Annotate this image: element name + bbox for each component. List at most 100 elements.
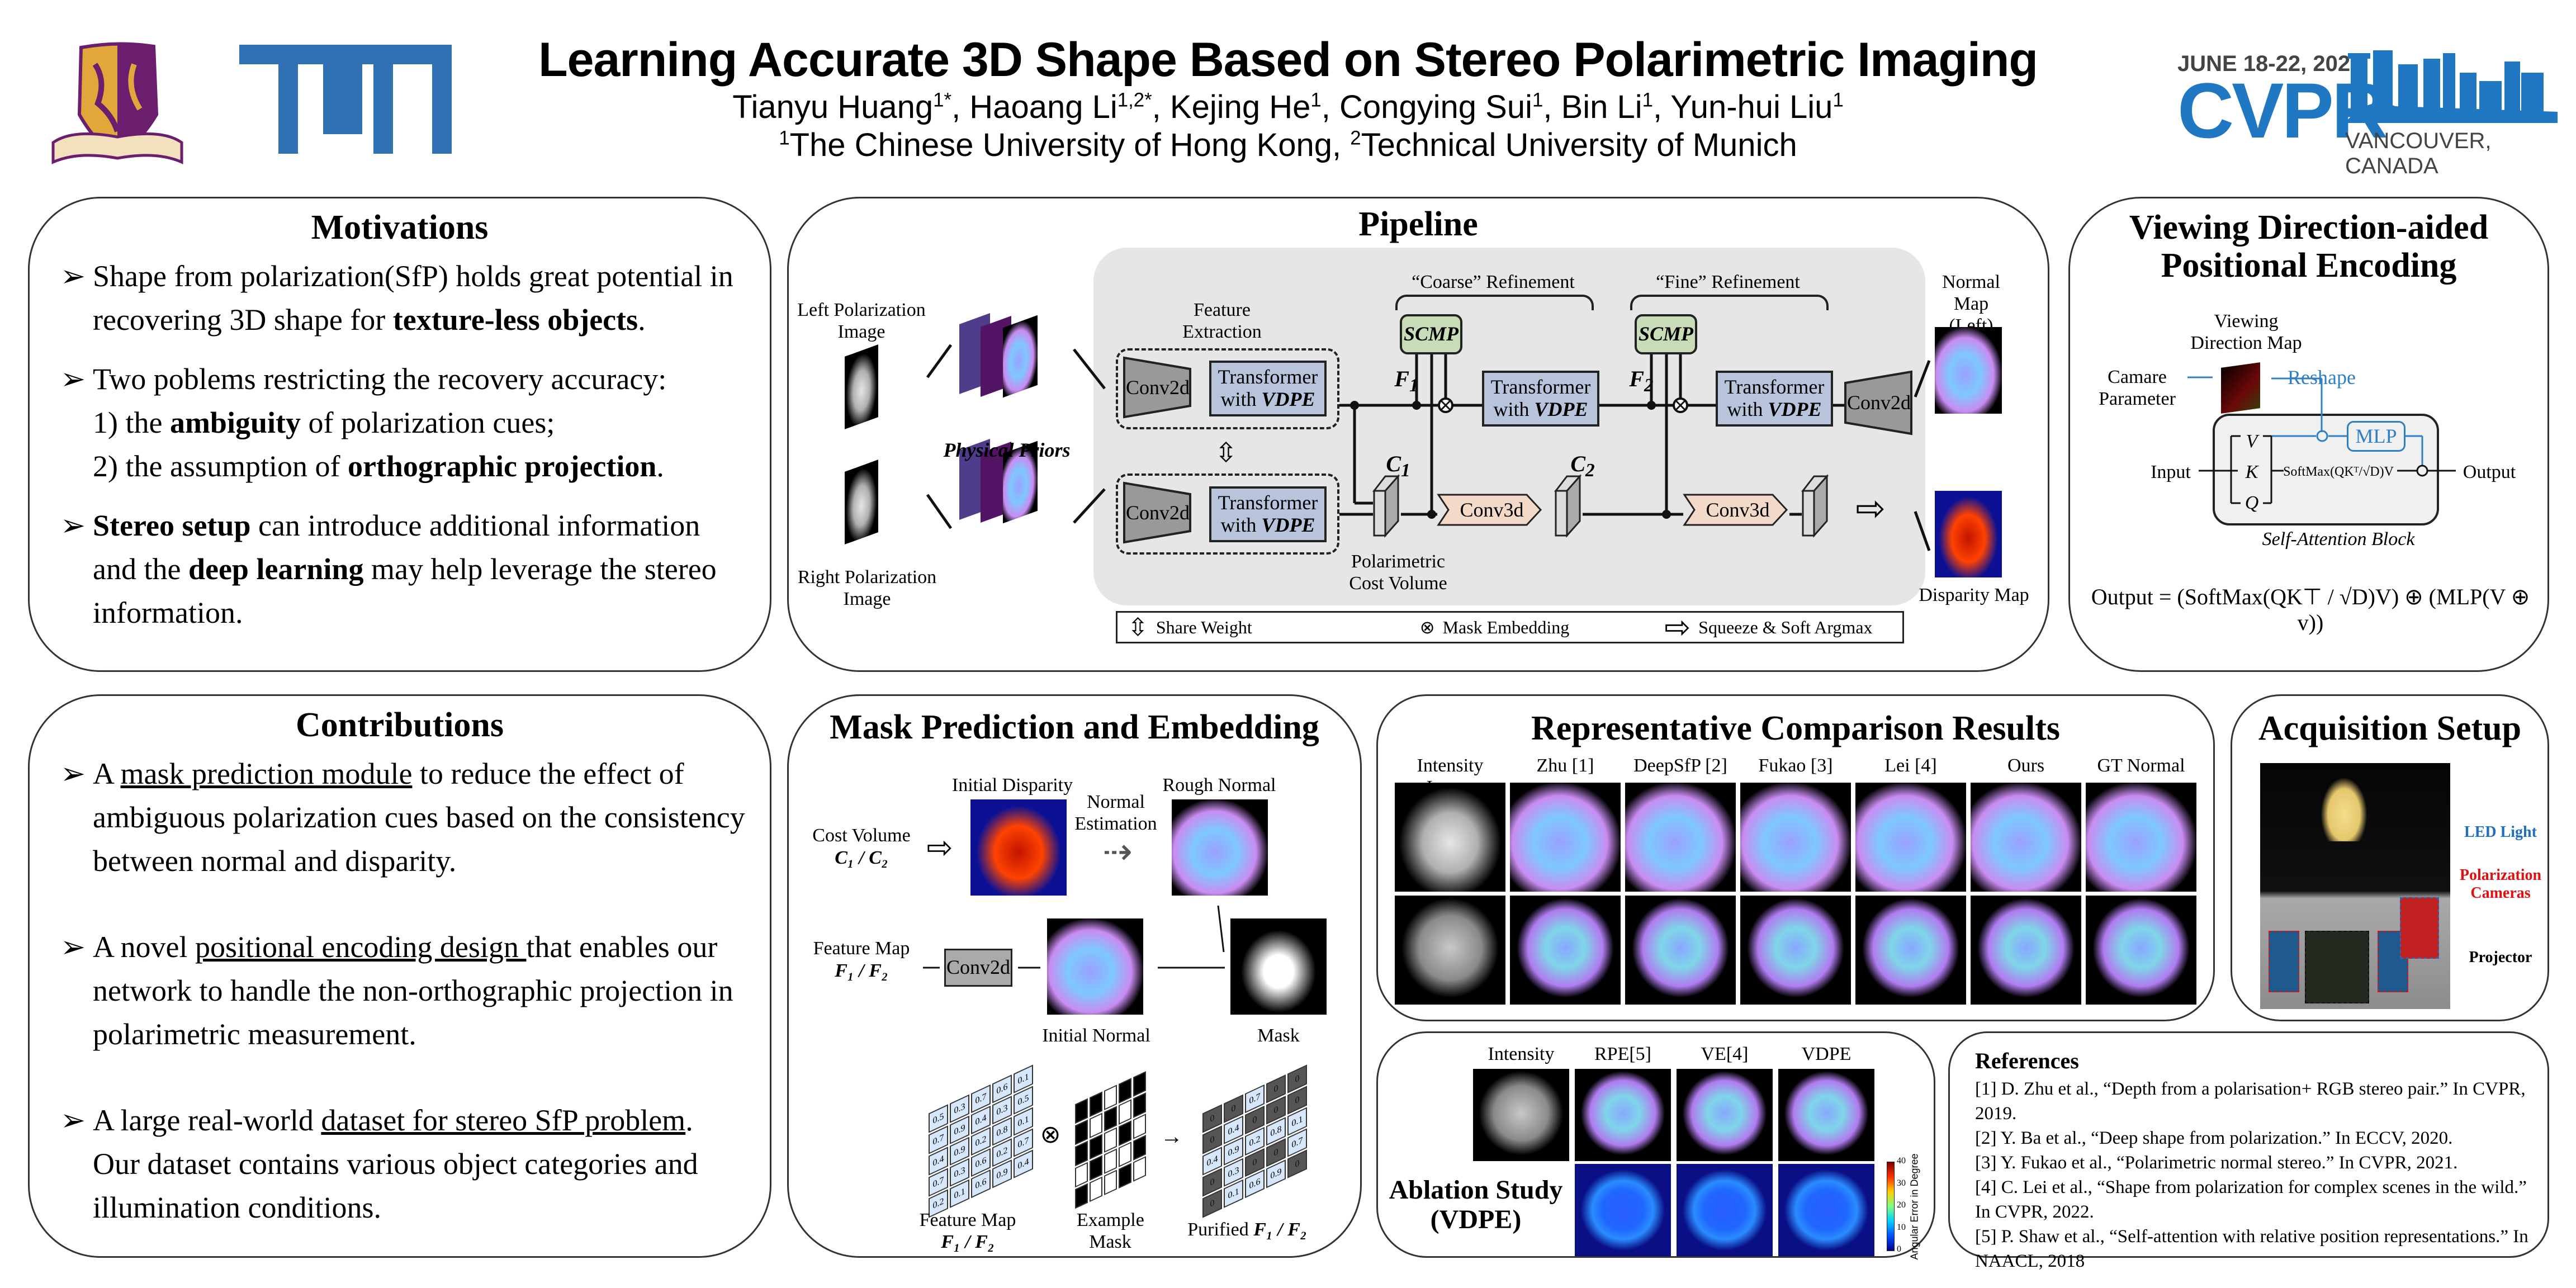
contributions-bullets: ➢ A mask prediction module to reduce the …	[60, 752, 747, 1245]
contributions-title: Contributions	[295, 706, 504, 744]
colorbar-tick: 40	[1897, 1156, 1906, 1166]
colorbar-tick: 30	[1897, 1178, 1906, 1188]
ablation-error-map	[1575, 1164, 1671, 1256]
cost-volume-label: Polarimetric Cost Volume	[1349, 551, 1447, 594]
pipeline-legend: ⇳ Share Weight ⊗ Mask Embedding ⇨ Squeez…	[1116, 610, 1904, 645]
mask-embedding-icon: ⊗	[1419, 617, 1435, 637]
comparison-grid: Intensity ImageZhu [1]DeepSfP [2]Fukao […	[1395, 755, 2200, 1012]
squeeze-legend: Squeeze & Soft Argmax	[1698, 617, 1873, 637]
fine-scmp-block: SCMP	[1635, 314, 1697, 354]
initial-disparity-image	[970, 799, 1067, 896]
mask-label: Mask	[1257, 1025, 1300, 1046]
mask-embedding-icon: ⊗	[1040, 1121, 1061, 1148]
left-image-label: Left Polarization Image	[797, 300, 926, 343]
initial-normal-image	[1047, 918, 1143, 1015]
pipeline-connectors	[926, 344, 1931, 551]
squeeze-arrow-icon: ⇨	[1855, 489, 1886, 528]
comparison-image-bunny	[1971, 783, 2081, 892]
vdpe-connectors	[2187, 376, 2456, 504]
ablation-normal-image	[1778, 1069, 1874, 1161]
motivations-panel: Motivations ➢Shape from polarization(SfP…	[28, 197, 771, 672]
contribution-bullet: ➢A large real-world dataset for stereo S…	[60, 1098, 747, 1229]
feature-map-label: Feature Map	[813, 938, 910, 959]
comparison-image-cat-face	[1625, 896, 1736, 1005]
ablation-normal-image	[1677, 1069, 1773, 1161]
arrow-bullet-icon: ➢	[60, 1104, 86, 1137]
arrow-bullet-icon: ➢	[60, 259, 86, 293]
normal-estimation-label: Normal Estimation	[1074, 792, 1157, 835]
ablation-column-label: RPE[5]	[1594, 1044, 1651, 1064]
output-label: Output	[2463, 462, 2516, 482]
cost-volume-c1	[1372, 474, 1400, 538]
ablation-panel: Intensity ImageRPE[5]VE[4]VDPE Ablation …	[1376, 1031, 1935, 1260]
references-title: References	[1975, 1048, 2079, 1073]
cost-volume-c2	[1554, 474, 1582, 538]
fine-refinement-label: “Fine” Refinement	[1656, 272, 1800, 292]
arrow-bullet-icon: ➢	[60, 362, 86, 396]
q-label: Q	[2244, 493, 2259, 513]
references-list: [1] D. Zhu et al., “Depth from a polaris…	[1975, 1077, 2534, 1273]
author: Congying Sui1	[1339, 89, 1543, 125]
grid-cell	[1075, 1183, 1088, 1209]
fine-conv3d-block	[1683, 494, 1788, 526]
feature-map-symbol: F₁ / F₂	[835, 960, 888, 981]
bullet-text: A novel positional encoding design that …	[93, 930, 733, 1051]
vdpe-equation: Output = (SoftMax(QK⊤ / √D)V) ⊕ (MLP(V ⊕…	[2091, 584, 2530, 635]
comparison-column-label: GT Normal	[2097, 755, 2185, 776]
ablation-column-label: VDPE	[1801, 1044, 1852, 1064]
comparison-panel: Representative Comparison Results Intens…	[1376, 694, 2215, 1021]
references-panel: References [1] D. Zhu et al., “Depth fro…	[1948, 1031, 2549, 1271]
conv2d-label: Conv2d	[1125, 501, 1190, 524]
comparison-column-label: Zhu [1]	[1536, 755, 1594, 776]
comparison-title: Representative Comparison Results	[1531, 709, 2060, 747]
motivation-bullet: ➢Shape from polarization(SfP) holds grea…	[60, 254, 747, 342]
cuhk-logo	[39, 31, 207, 165]
conv3d-label: Conv3d	[1706, 499, 1770, 521]
disparity-map-output	[1935, 491, 2002, 577]
bottom-conv2d-encoder	[1123, 481, 1191, 544]
bullet-text: Shape from polarization(SfP) holds great…	[93, 259, 733, 337]
coarse-scmp-block: SCMP	[1400, 314, 1462, 354]
viewing-direction-map-label: Viewing Direction Map	[2190, 311, 2302, 354]
comparison-image-bunny	[1510, 783, 1621, 892]
comparison-image-bunny	[1740, 783, 1851, 892]
mask-image	[1230, 918, 1327, 1015]
projector-label: Projector	[2469, 949, 2532, 966]
error-colorbar	[1887, 1162, 1895, 1251]
cost-volume-symbol: C₁ / C₂	[835, 847, 888, 868]
left-camera	[2269, 931, 2299, 992]
coarse-refinement-label: “Coarse” Refinement	[1412, 272, 1575, 292]
colorbar-tick: 10	[1897, 1222, 1906, 1232]
affiliation: Technical University of Munich	[1361, 127, 1797, 163]
mask-title: Mask Prediction and Embedding	[830, 708, 1319, 746]
contribution-bullet: ➢A novel positional encoding design that…	[60, 925, 747, 1056]
bullet-text: A mask prediction module to reduce the e…	[93, 757, 745, 878]
cost-volume-label: Cost Volume	[812, 825, 911, 846]
squeeze-icon: ⇨	[1664, 610, 1691, 645]
ablation-column-label: VE[4]	[1701, 1044, 1749, 1064]
reference-item: [3] Y. Fukao et al., “Polarimetric norma…	[1975, 1153, 2458, 1173]
c1-label: C1	[1386, 451, 1410, 481]
reference-item: [1] D. Zhu et al., “Depth from a polaris…	[1975, 1079, 2526, 1124]
pipeline-panel: Pipeline Left Polarization Image Right P…	[787, 197, 2049, 672]
rough-normal-label: Rough Normal	[1162, 775, 1276, 795]
feature-extraction-label: Feature Extraction	[1182, 300, 1262, 343]
led-light-label: LED Light	[2464, 823, 2537, 841]
share-weight-legend: Share Weight	[1156, 617, 1252, 637]
reference-item: [2] Y. Ba et al., “Deep shape from polar…	[1975, 1128, 2453, 1148]
bullet-text: A large real-world dataset for stereo Sf…	[93, 1104, 698, 1224]
mlp-block: MLP	[2347, 421, 2405, 452]
initial-disparity-label: Initial Disparity	[951, 775, 1073, 795]
bullet-text: Two poblems restricting the recovery acc…	[93, 362, 667, 483]
ablation-title: Ablation Study(VDPE)	[1389, 1175, 1563, 1234]
reference-item: [4] C. Lei et al., “Shape from polarizat…	[1975, 1177, 2527, 1222]
author-list: Tianyu Huang1*, Haoang Li1,2*, Kejing He…	[732, 89, 1844, 125]
self-attention-block-label: Self-Attention Block	[2262, 529, 2415, 550]
comparison-column-label: DeepSfP [2]	[1633, 755, 1727, 776]
mask-panel: Mask Prediction and Embedding Initial Di…	[787, 694, 1362, 1258]
